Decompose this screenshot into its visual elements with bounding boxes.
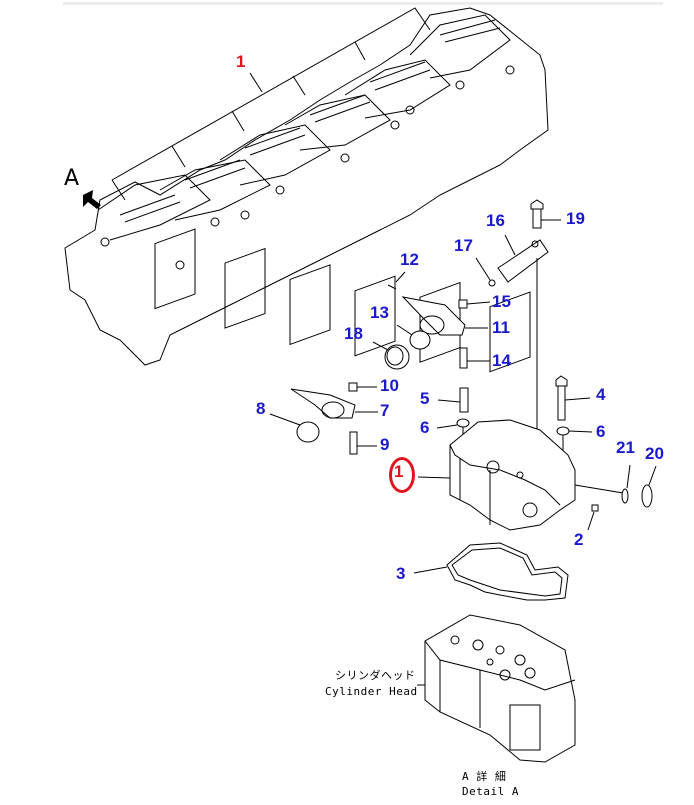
callout-19[interactable]: 19 [566, 209, 585, 228]
callout-6-right[interactable]: 6 [596, 422, 606, 441]
callout-11[interactable]: 11 [492, 318, 510, 337]
part-2-plug [587, 504, 599, 531]
part-19-bolt [530, 199, 561, 229]
callout-18[interactable]: 18 [344, 324, 363, 343]
cylinder-head-label-en: Cylinder Head [325, 685, 418, 698]
part-9-adjust-screw [349, 431, 377, 455]
detail-a-cylinder-head [417, 614, 576, 763]
top-scrollbar-strip [63, 2, 663, 5]
part-15-nut [458, 299, 491, 309]
callout-1-assembly[interactable]: 1 [236, 52, 246, 71]
assembly-bracket [111, 7, 431, 201]
part-4-bolt [555, 375, 591, 421]
detail-a-label-en: Detail A [462, 785, 519, 798]
callout-10[interactable]: 10 [380, 376, 399, 395]
part-16-bracket [497, 234, 549, 445]
view-marker-a: A [64, 166, 80, 191]
part-3-gasket [413, 542, 569, 601]
part-6-washer-right [556, 426, 593, 460]
callout-17[interactable]: 17 [454, 236, 473, 255]
part-7-rocker-arm [290, 388, 378, 419]
callout-1-circle [389, 457, 415, 493]
part-10-nut [348, 382, 377, 392]
view-arrow-icon [83, 190, 101, 209]
part-8-bushing [269, 413, 320, 443]
callout-14[interactable]: 14 [492, 351, 511, 370]
part-5-bolt [437, 387, 469, 413]
callout-15[interactable]: 15 [492, 292, 511, 311]
cylinder-head-label-jp: シリンダヘッド [335, 669, 416, 682]
cylinder-head-assembly-illustration [64, 7, 549, 373]
part-14-adjust-screw [459, 347, 490, 369]
callout-2[interactable]: 2 [574, 530, 584, 549]
callout-6-left[interactable]: 6 [420, 418, 430, 437]
callout-9[interactable]: 9 [380, 435, 390, 454]
callout-7[interactable]: 7 [380, 401, 390, 420]
callout-16[interactable]: 16 [486, 211, 505, 230]
part-21-o-ring [621, 464, 631, 504]
callout-5[interactable]: 5 [420, 389, 430, 408]
callout-21[interactable]: 21 [616, 438, 635, 457]
part-13-bushing [396, 324, 431, 350]
part-20-seal [641, 465, 657, 508]
detail-a-label-jp: A 詳 細 [462, 770, 507, 783]
callout-12[interactable]: 12 [400, 250, 419, 269]
callout-1-cylinder-head[interactable]: 1 [394, 462, 404, 481]
part-1-cylinder-head [417, 419, 624, 531]
part-18-bushing [372, 341, 410, 370]
callout-4[interactable]: 4 [596, 385, 606, 404]
part-12-pin [387, 271, 406, 290]
callout-13[interactable]: 13 [370, 303, 389, 322]
part-6-washer-left [436, 418, 470, 455]
part-17-ball [475, 257, 496, 287]
callout-8[interactable]: 8 [256, 399, 266, 418]
callout-3[interactable]: 3 [396, 564, 406, 583]
callout-20[interactable]: 20 [645, 444, 664, 463]
part-11-rocker-arm [401, 296, 488, 336]
